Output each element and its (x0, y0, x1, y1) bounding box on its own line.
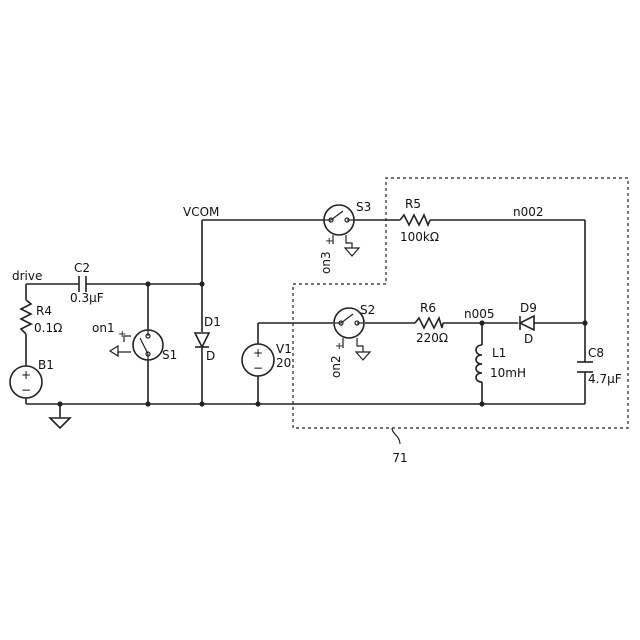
c8-label: C8 (588, 346, 604, 360)
r5-label: R5 (405, 197, 421, 211)
b1-label: B1 (38, 358, 54, 372)
battery-b1: + − B1 (10, 358, 54, 398)
c2-value: 0.3μF (70, 291, 104, 305)
junction-dots (57, 281, 587, 406)
s2-plus: + (335, 341, 343, 352)
v1-minus: − (253, 361, 263, 375)
wires (26, 220, 585, 418)
inductor-l1: L1 10mH (476, 345, 526, 382)
switch-s1: + on1 S1 (92, 321, 177, 362)
net-label-drive: drive (12, 269, 42, 283)
s1-label: S1 (162, 348, 177, 362)
callout-label-71: 71 (392, 451, 407, 465)
s1-ctrl-label: on1 (92, 321, 115, 335)
minus-sign: − (21, 383, 31, 397)
source-v1: + − V1 20 (242, 342, 292, 376)
ground-symbol-main (50, 418, 70, 428)
switch-s2: + S2 on2 (329, 303, 375, 378)
v1-plus: + (253, 346, 263, 360)
r4-value: 0.1Ω (34, 321, 62, 335)
s3-ctrl-label: on3 (319, 251, 333, 274)
d9-model: D (524, 332, 533, 346)
r6-value: 220Ω (416, 331, 448, 345)
diode-d1: D1 D (195, 315, 221, 363)
d1-model: D (206, 349, 215, 363)
capacitor-c8: C8 4.7μF (577, 346, 622, 386)
net-label-vcom: VCOM (183, 205, 219, 219)
r6-label: R6 (420, 301, 436, 315)
capacitor-c2: C2 0.3μF (70, 261, 104, 305)
c8-value: 4.7μF (588, 372, 622, 386)
plus-sign: + (21, 368, 31, 382)
switch-s3: + S3 on3 (319, 200, 371, 274)
d9-label: D9 (520, 301, 537, 315)
v1-label: V1 (276, 342, 292, 356)
diode-d9: D9 D (520, 301, 537, 346)
c2-label: C2 (74, 261, 90, 275)
s3-label: S3 (356, 200, 371, 214)
s3-plus: + (325, 236, 333, 247)
r5-value: 100kΩ (400, 230, 439, 244)
l1-value: 10mH (490, 366, 526, 380)
s2-ctrl-label: on2 (329, 355, 343, 378)
net-label-n005: n005 (464, 307, 495, 321)
resistor-r4: R4 0.1Ω (21, 300, 62, 335)
net-label-n002: n002 (513, 205, 544, 219)
v1-value: 20 (276, 356, 291, 370)
s1-plus: + (118, 329, 126, 340)
d1-label: D1 (204, 315, 221, 329)
s2-label: S2 (360, 303, 375, 317)
r4-label: R4 (36, 304, 52, 318)
l1-label: L1 (492, 346, 506, 360)
